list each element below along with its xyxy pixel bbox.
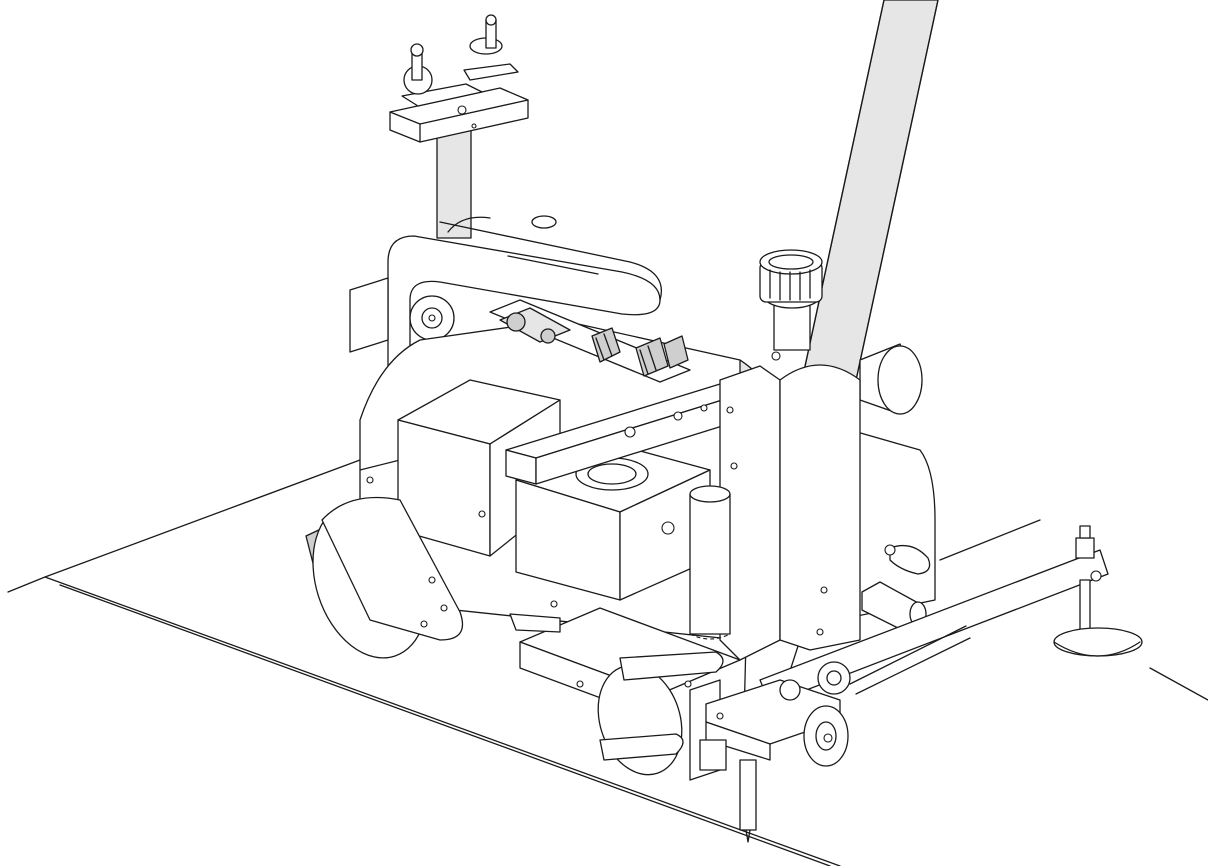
dial-knob-3 [663,335,689,369]
clamp-post [436,117,472,239]
floor-sheet [7,459,1208,866]
lever-handle-1 [619,651,724,681]
toggle-switch [506,312,526,332]
side-frame [719,351,861,661]
guide-foot [1053,627,1143,657]
guide-arm [759,525,1143,705]
carry-handle [387,215,662,371]
dial-knob-1 [591,327,621,363]
lever-handle-3 [599,733,684,761]
handle-cap [531,215,557,229]
wheel-cover [321,496,464,641]
side-knob [877,345,923,415]
top-clamp-assembly [389,14,529,239]
left-wheel-housing [305,476,464,659]
probe-pin [739,759,757,831]
height-adjust-knob [759,249,923,415]
lever-handle-2 [509,613,561,633]
cylinder-post [689,485,731,640]
control-panel [489,299,691,383]
arm-nut [1075,537,1095,559]
left-side-block [349,277,455,353]
front-crossbar [505,383,749,485]
eye-bolt [889,544,931,575]
guide-wheel-assembly [699,661,851,843]
